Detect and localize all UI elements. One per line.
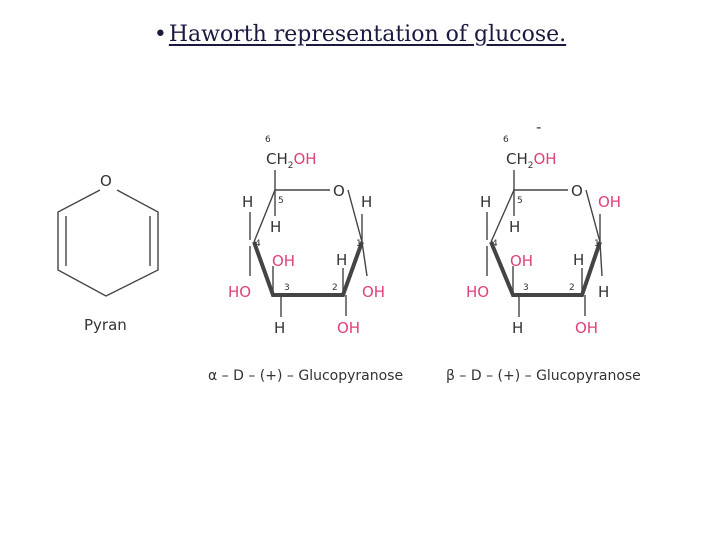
beta-ch2oh: CH2OH [506,150,557,171]
alpha-c6-number: 6 [265,135,271,145]
alpha-ring-front [252,241,364,297]
beta-ring-front [489,241,602,297]
beta-h-c3-down: H [512,319,523,337]
alpha-ring-back [253,189,330,243]
beta-ho-c4: HO [466,283,489,301]
beta-h-c2-up: H [573,251,584,269]
alpha-ch2oh-oh: OH [294,150,317,168]
alpha-oh-c1-down: OH [362,283,385,301]
alpha-c4-number: 4 [255,239,261,249]
title-bullet: • [153,22,167,47]
beta-c2-number: 2 [569,283,575,293]
title-text: Haworth representation of glucose. [168,22,567,47]
alpha-h-c5: H [270,218,281,236]
beta-c6-number: 6 [503,135,509,145]
beta-oh-c3-up: OH [510,252,533,270]
alpha-ch2oh-sub: 2 [288,161,294,171]
alpha-ho-c4: HO [228,283,251,301]
beta-oh-c2-down: OH [575,319,598,337]
pyran-name: Pyran [84,316,127,334]
beta-h-c4-up: H [480,193,491,211]
beta-h-c1-down: H [598,283,609,301]
alpha-glucopyranose: 6 CH2OH O 5 H H 1 4 H HO OH 3 H H 2 OH O… [208,135,403,384]
alpha-h-c4-up: H [242,193,253,211]
alpha-h-c1-top: H [361,193,372,211]
alpha-oh-c2-down: OH [337,319,360,337]
alpha-ring-o-c1 [347,189,363,243]
pyran-structure: O Pyran [57,172,159,334]
alpha-ch2oh: CH2OH [266,150,317,171]
beta-c4-number: 4 [492,239,498,249]
alpha-c3-number: 3 [284,283,290,293]
pyran-oxygen: O [100,172,112,190]
beta-oh-c1-top: OH [598,193,621,211]
alpha-c1-down-bond [361,241,368,277]
beta-ch2oh-sub: 2 [528,161,534,171]
beta-h-c5: H [509,218,520,236]
beta-glucopyranose: - 6 CH2OH O 5 H OH 1 4 H HO OH 3 H H [446,118,641,384]
alpha-h-c2-up: H [336,251,347,269]
alpha-c1-number: 1 [356,239,362,249]
alpha-ch2oh-ch: CH [266,150,288,168]
pyran-ring [57,189,159,297]
beta-c1-down-bond [599,241,603,277]
beta-c3-number: 3 [523,283,529,293]
slide-title: •Haworth representation of glucose. [0,22,720,47]
beta-stray-mark: - [536,118,541,136]
alpha-h-c3-down: H [274,319,285,337]
beta-c5-number: 5 [517,196,523,206]
beta-caption: β – D – (+) – Glucopyranose [446,368,641,384]
alpha-oh-c3-up: OH [272,252,295,270]
beta-ch2oh-ch: CH [506,150,528,168]
alpha-c2-number: 2 [332,283,338,293]
beta-ring-back [490,189,568,243]
alpha-ring-oxygen: O [333,182,345,200]
alpha-caption: α – D – (+) – Glucopyranose [208,368,403,384]
beta-ch2oh-oh: OH [534,150,557,168]
beta-ring-oxygen: O [571,182,583,200]
alpha-c5-number: 5 [278,196,284,206]
beta-ring-o-c1 [585,189,601,243]
beta-c1-number: 1 [594,239,600,249]
